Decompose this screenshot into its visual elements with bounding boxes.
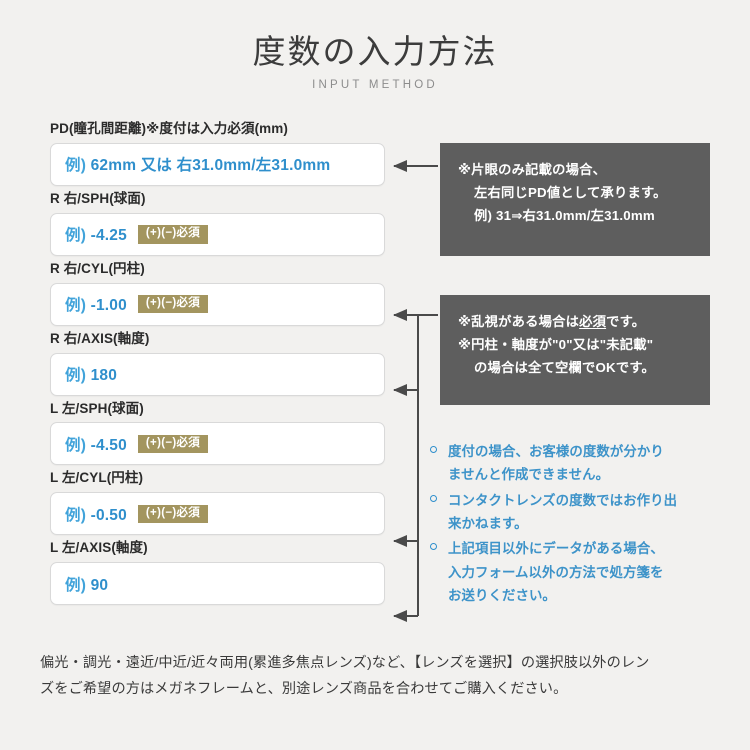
note-pd-line1: ※片眼のみ記載の場合、 (458, 162, 607, 177)
bullet-1-line1: 度付の場合、お客様の度数が分かり (448, 444, 664, 459)
input-l-sph[interactable]: 例) -4.50 (+)(−)必須 (50, 422, 385, 466)
footer-line1: 偏光・調光・遠近/中近/近々両用(累進多焦点レンズ)など、【レンズを選択】の選択… (40, 655, 650, 671)
field-group-pd: PD(瞳孔間距離)※度付は入力必須(mm) 例) 62mm 又は 右31.0mm… (50, 120, 387, 186)
placeholder-r-sph: 例) -4.25 (65, 223, 127, 245)
required-badge-l-cyl: (+)(−)必須 (137, 504, 209, 524)
note-cyl-line1: ※乱視がある場合は必須です。 (458, 311, 694, 334)
placeholder-r-cyl: 例) -1.00 (65, 293, 127, 315)
placeholder-value-l-cyl: -0.50 (90, 506, 127, 524)
field-group-r-axis: R 右/AXIS(軸度) 例) 180 (50, 330, 387, 396)
placeholder-prefix-l-cyl: 例) (65, 506, 87, 524)
note-cyl-line2: ※円柱・軸度が"0"又は"未記載" (458, 336, 654, 352)
placeholder-prefix-l-sph: 例) (65, 436, 87, 454)
page-title: 度数の入力方法 (252, 33, 498, 70)
field-label-l-sph: L 左/SPH(球面) (50, 400, 144, 416)
field-label-l-axis: L 左/AXIS(軸度) (50, 540, 148, 556)
circle-bullet-icon (430, 494, 437, 502)
note-cyl-line1-b: です。 (606, 314, 646, 329)
field-group-r-cyl: R 右/CYL(円柱) 例) -1.00 (+)(−)必須 (50, 260, 387, 326)
required-badge-r-cyl: (+)(−)必須 (137, 294, 209, 314)
page-header: 度数の入力方法 INPUT METHOD (0, 33, 750, 92)
footer-note: 偏光・調光・遠近/中近/近々両用(累進多焦点レンズ)など、【レンズを選択】の選択… (40, 650, 712, 703)
page-subtitle: INPUT METHOD (312, 79, 438, 92)
placeholder-l-axis: 例) 90 (65, 573, 108, 595)
placeholder-value-r-cyl: -1.00 (90, 297, 127, 315)
placeholder-value-r-sph: -4.25 (90, 227, 127, 245)
field-group-l-cyl: L 左/CYL(円柱) 例) -0.50 (+)(−)必須 (50, 469, 387, 536)
field-label-r-cyl: R 右/CYL(円柱) (50, 260, 145, 276)
bullet-3-line2: 入力フォーム以外の方法で処方箋を (448, 564, 664, 580)
note-pd-line3: 例) 31⇒右31.0mm/左31.0mm (474, 207, 655, 223)
placeholder-l-sph: 例) -4.50 (65, 433, 127, 455)
field-label-pd: PD(瞳孔間距離)※度付は入力必須(mm) (50, 121, 288, 136)
bullet-3-line1: 上記項目以外にデータがある場合、 (448, 541, 664, 557)
note-cyl-line3: の場合は全て空欄でOKです。 (474, 359, 655, 375)
placeholder-prefix-r-cyl: 例) (65, 297, 87, 315)
required-badge-r-sph: (+)(−)必須 (137, 225, 209, 244)
prescription-form: PD(瞳孔間距離)※度付は入力必須(mm) 例) 62mm 又は 右31.0mm… (50, 120, 387, 609)
circle-bullet-icon (430, 543, 437, 551)
list-item: コンタクトレンズの度数ではお作り出 来かねます。 (430, 489, 720, 536)
placeholder-prefix-r-sph: 例) (65, 227, 87, 245)
required-badge-l-sph: (+)(−)必須 (137, 434, 209, 454)
input-r-cyl[interactable]: 例) -1.00 (+)(−)必須 (50, 282, 385, 326)
placeholder-l-cyl: 例) -0.50 (65, 503, 127, 525)
placeholder-prefix-pd: 例) (65, 157, 87, 175)
note-pd-line2: 左右同じPD値として承ります。 (474, 184, 667, 200)
note-cyl-line1-underline: 必須 (579, 314, 607, 329)
placeholder-prefix-l-axis: 例) (65, 576, 87, 594)
placeholder-pd: 例) 62mm 又は 右31.0mm/左31.0mm (65, 153, 330, 175)
note-cyl-line1-a: ※乱視がある場合は (458, 314, 580, 329)
list-item: 上記項目以外にデータがある場合、 入力フォーム以外の方法で処方箋を お送りくださ… (430, 537, 720, 607)
placeholder-r-axis: 例) 180 (65, 363, 117, 385)
input-r-sph[interactable]: 例) -4.25 (+)(−)必須 (50, 212, 385, 256)
placeholder-value-pd: 62mm 又は 右31.0mm/左31.0mm (90, 157, 331, 175)
input-l-axis[interactable]: 例) 90 (50, 562, 385, 606)
bullet-1-line2: ませんと作成できません。 (448, 467, 610, 483)
notice-bullet-list: 度付の場合、お客様の度数が分かり ませんと作成できません。 コンタクトレンズの度… (430, 440, 720, 609)
footer-line2: ズをご希望の方はメガネフレームと、別途レンズ商品を合わせてご購入ください。 (40, 681, 568, 698)
placeholder-value-l-axis: 90 (90, 576, 109, 594)
input-l-cyl[interactable]: 例) -0.50 (+)(−)必須 (50, 492, 385, 536)
field-group-r-sph: R 右/SPH(球面) 例) -4.25 (+)(−)必須 (50, 190, 387, 256)
input-r-axis[interactable]: 例) 180 (50, 352, 385, 396)
input-pd[interactable]: 例) 62mm 又は 右31.0mm/左31.0mm (50, 142, 385, 186)
bullet-2-line1: コンタクトレンズの度数ではお作り出 (448, 492, 678, 508)
field-group-l-sph: L 左/SPH(球面) 例) -4.50 (+)(−)必須 (50, 400, 387, 466)
field-label-r-axis: R 右/AXIS(軸度) (50, 330, 150, 346)
field-label-l-cyl: L 左/CYL(円柱) (50, 470, 144, 486)
placeholder-value-r-axis: 180 (90, 367, 118, 385)
bullet-3-line3: お送りください。 (448, 587, 556, 603)
field-group-l-axis: L 左/AXIS(軸度) 例) 90 (50, 539, 387, 606)
note-box-pd: ※片眼のみ記載の場合、 左右同じPD値として承ります。 例) 31⇒右31.0m… (440, 143, 710, 256)
placeholder-value-l-sph: -4.50 (90, 436, 127, 454)
field-label-r-sph: R 右/SPH(球面) (50, 190, 146, 206)
circle-bullet-icon (430, 446, 437, 453)
placeholder-prefix-r-axis: 例) (65, 367, 87, 385)
bullet-2-line2: 来かねます。 (448, 515, 528, 531)
note-box-cyl: ※乱視がある場合は必須です。 ※円柱・軸度が"0"又は"未記載" の場合は全て空… (440, 295, 710, 405)
list-item: 度付の場合、お客様の度数が分かり ませんと作成できません。 (430, 440, 720, 487)
